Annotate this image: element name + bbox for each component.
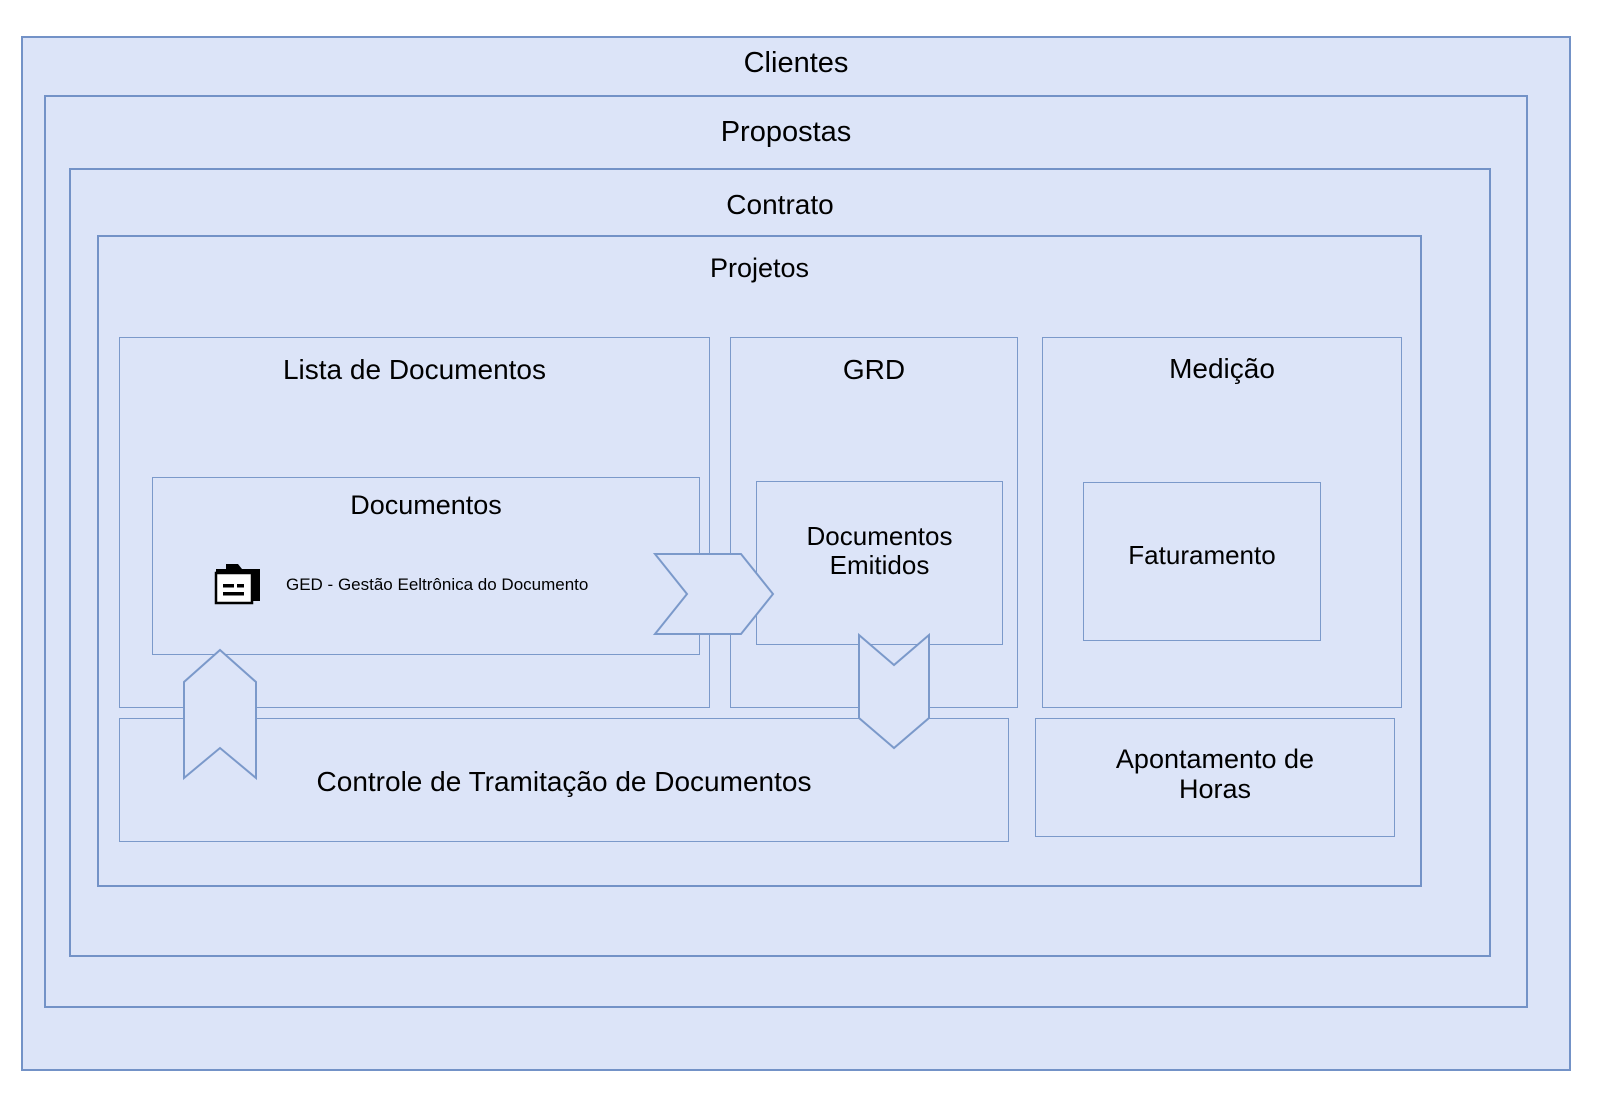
module-documentos-title: Documentos [350,490,502,520]
module-apontamento-de-horas-title: Apontamento de Horas [1115,744,1315,804]
module-controle-de-tramitacao[interactable]: Controle de Tramitação de Documentos [119,718,1009,842]
module-documentos-emitidos[interactable]: Documentos Emitidos [756,481,1003,645]
container-contrato-title: Contrato [726,189,834,220]
module-faturamento[interactable]: Faturamento [1083,482,1321,641]
container-projetos-title: Projetos [709,253,810,283]
module-grd-title: GRD [842,354,906,385]
container-propostas-title: Propostas [720,116,852,148]
folder-document-icon [214,564,260,605]
item-ged[interactable]: GED - Gestão Eeltrônica do Documento [212,560,588,610]
module-faturamento-title: Faturamento [1128,540,1276,570]
module-medicao-title: Medição [1169,353,1275,384]
module-controle-de-tramitacao-title: Controle de Tramitação de Documentos [316,766,812,797]
module-documentos[interactable]: Documentos [152,477,700,655]
module-apontamento-de-horas[interactable]: Apontamento de Horas [1035,718,1395,837]
container-clientes-title: Clientes [743,47,849,79]
module-documentos-emitidos-title: Documentos Emitidos [806,521,953,580]
module-lista-de-documentos-title: Lista de Documentos [282,354,547,385]
item-ged-label: GED - Gestão Eeltrônica do Documento [286,575,589,594]
